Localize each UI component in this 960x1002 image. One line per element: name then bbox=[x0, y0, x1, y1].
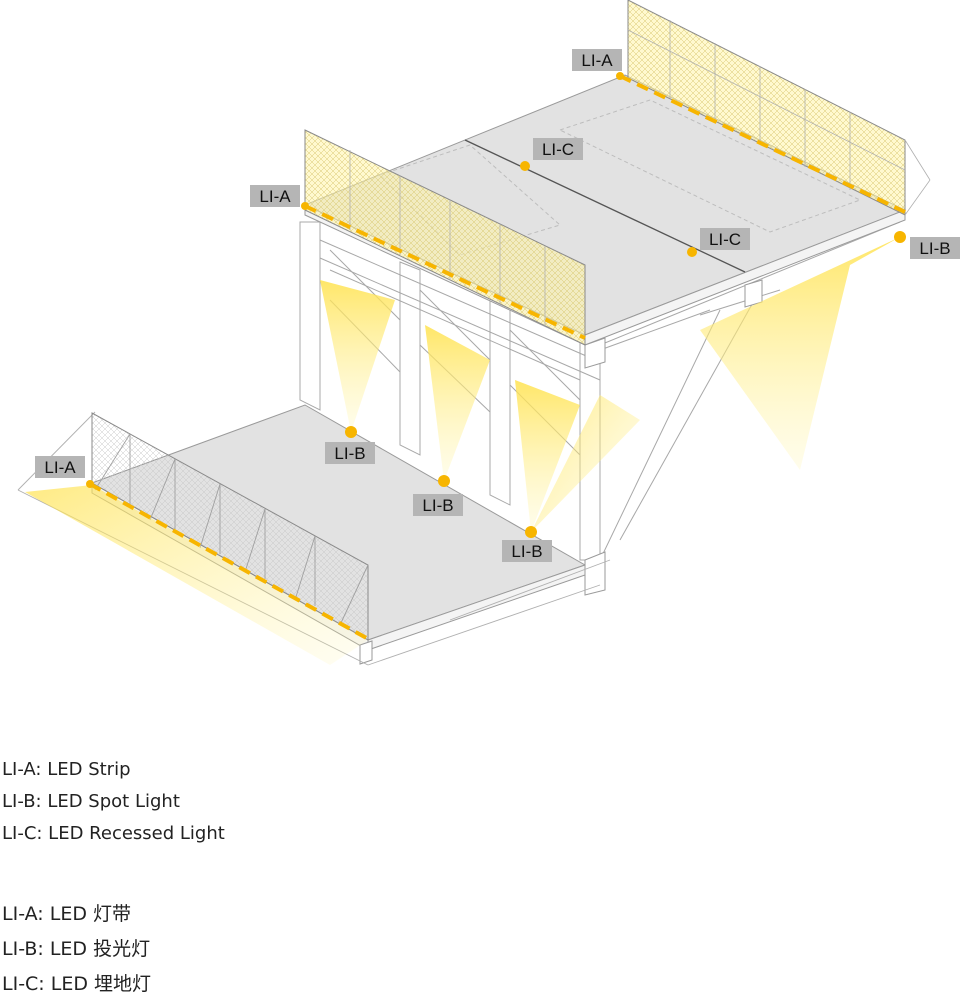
callout-li-a-middle: LI-A bbox=[250, 185, 300, 207]
svg-text:LI-B: LI-B bbox=[422, 496, 453, 515]
legend-item-li-a-zh: LI-A: LED 灯带 bbox=[2, 903, 131, 925]
callout-li-c-top: LI-C bbox=[533, 138, 583, 160]
spot-light-dot bbox=[345, 426, 357, 438]
svg-text:LI-A: LI-A bbox=[259, 187, 291, 206]
svg-text:LI-B: LI-B bbox=[919, 239, 950, 258]
led-strips bbox=[89, 74, 906, 642]
svg-text:LI-A: LI-A bbox=[581, 51, 613, 70]
led-strip-lower bbox=[89, 482, 371, 642]
svg-text:LI-B: LI-B bbox=[334, 444, 365, 463]
spot-light-dot bbox=[438, 475, 450, 487]
callout-li-c-middle: LI-C bbox=[700, 228, 750, 250]
bridge-lighting-diagram: LI-A LI-A LI-A LI-C LI-C LI-B LI-B LI-B bbox=[17, 0, 960, 666]
legend-item-li-b-zh: LI-B: LED 投光灯 bbox=[2, 938, 151, 960]
strip-end-dot bbox=[301, 202, 309, 210]
upper-truss bbox=[299, 221, 901, 561]
legend-item-li-c-zh: LI-C: LED 埋地灯 bbox=[2, 973, 152, 995]
legend-english: LI-A: LED Strip LI-B: LED Spot Light LI-… bbox=[2, 754, 402, 850]
callout-tags: LI-A LI-A LI-A LI-C LI-C LI-B LI-B LI-B bbox=[35, 49, 960, 562]
callout-li-a-top: LI-A bbox=[572, 49, 622, 71]
spot-light-cones bbox=[25, 237, 900, 665]
svg-text:LI-B: LI-B bbox=[511, 542, 542, 561]
legend-item-li-b: LI-B: LED Spot Light bbox=[2, 791, 180, 812]
strip-end-dot bbox=[616, 72, 624, 80]
led-strip-upper-left bbox=[304, 204, 586, 340]
strip-end-dot bbox=[86, 480, 94, 488]
led-strip-upper-right bbox=[619, 74, 906, 214]
fixture-dots bbox=[86, 72, 906, 538]
callout-li-b-first: LI-B bbox=[325, 442, 375, 464]
recessed-light-dot bbox=[687, 247, 697, 257]
callout-li-b-second: LI-B bbox=[413, 494, 463, 516]
legend-item-li-a: LI-A: LED Strip bbox=[2, 759, 131, 780]
spot-light-dot bbox=[525, 526, 537, 538]
upper-railings bbox=[304, 0, 931, 346]
svg-text:LI-C: LI-C bbox=[709, 230, 741, 249]
callout-li-b-right: LI-B bbox=[910, 237, 960, 259]
legend-item-li-c: LI-C: LED Recessed Light bbox=[2, 823, 225, 844]
legend-chinese: LI-A: LED 灯带 LI-B: LED 投光灯 LI-C: LED 埋地灯 bbox=[2, 897, 402, 1002]
spot-light-dot bbox=[894, 231, 906, 243]
svg-text:LI-C: LI-C bbox=[542, 140, 574, 159]
callout-li-b-third: LI-B bbox=[502, 540, 552, 562]
svg-text:LI-A: LI-A bbox=[44, 458, 76, 477]
recessed-light-dot bbox=[520, 161, 530, 171]
callout-li-a-lower: LI-A bbox=[35, 456, 85, 478]
